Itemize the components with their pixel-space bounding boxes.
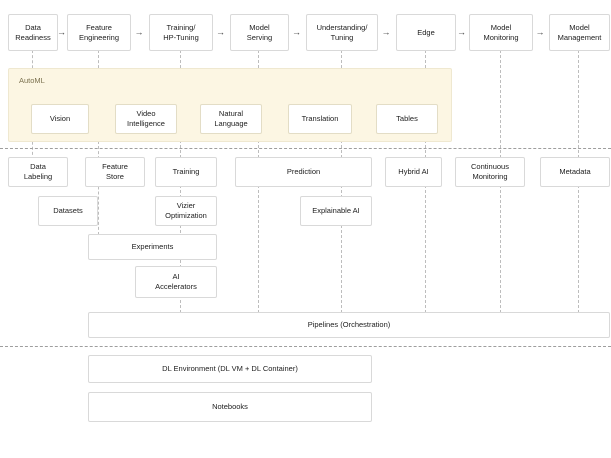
arrow-right-icon: → (57, 26, 66, 37)
arrow-right-icon: → (535, 26, 545, 37)
automl-panel: AutoML Vision Video Intelligence Natural… (8, 68, 452, 142)
automl-item-translation: Translation (288, 104, 352, 134)
stage-training-hp-tuning: Training/ HP-Tuning (149, 14, 213, 51)
arrow-right-icon: → (457, 26, 466, 37)
stage-model-management: Model Management (549, 14, 610, 51)
service-continuous-monitoring: Continuous Monitoring (455, 157, 525, 187)
automl-item-vision: Vision (31, 104, 89, 134)
service-explainable-ai: Explainable AI (300, 196, 372, 226)
service-training: Training (155, 157, 217, 187)
service-feature-store: Feature Store (85, 157, 145, 187)
stage-feature-engineering: Feature Engineering (67, 14, 131, 51)
arrow-right-icon: → (134, 26, 144, 37)
stage-understanding-tuning: Understanding/ Tuning (306, 14, 378, 51)
automl-item-tables: Tables (376, 104, 438, 134)
automl-item-video-intelligence: Video Intelligence (115, 104, 177, 134)
service-data-labeling: Data Labeling (8, 157, 68, 187)
service-vizier-optimization: Vizier Optimization (155, 196, 217, 226)
separator-automl-platform (0, 148, 611, 149)
service-dl-environment: DL Environment (DL VM + DL Container) (88, 355, 372, 383)
arrow-right-icon: → (216, 26, 225, 37)
arrow-right-icon: → (292, 26, 301, 37)
separator-platform-foundation (0, 346, 611, 347)
service-prediction: Prediction (235, 157, 372, 187)
stage-data-readiness: Data Readiness (8, 14, 58, 51)
connector-line-feature-engineering (98, 50, 99, 240)
service-experiments: Experiments (88, 234, 217, 260)
service-pipelines: Pipelines (Orchestration) (88, 312, 610, 338)
automl-label: AutoML (19, 76, 45, 85)
stage-edge: Edge (396, 14, 456, 51)
service-datasets: Datasets (38, 196, 98, 226)
automl-item-natural-language: Natural Language (200, 104, 262, 134)
service-notebooks: Notebooks (88, 392, 372, 422)
stage-model-monitoring: Model Monitoring (469, 14, 533, 51)
arrow-right-icon: → (381, 26, 391, 37)
service-metadata: Metadata (540, 157, 610, 187)
stage-model-serving: Model Serving (230, 14, 289, 51)
service-ai-accelerators: AI Accelerators (135, 266, 217, 298)
service-hybrid-ai: Hybrid AI (385, 157, 442, 187)
